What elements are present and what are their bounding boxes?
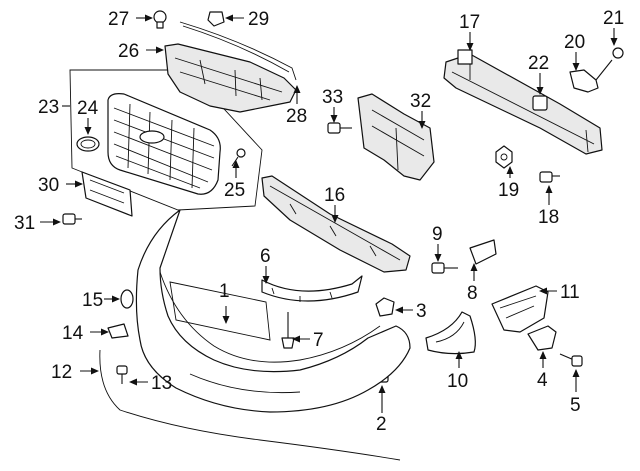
part-bolt-31 [62,213,82,225]
part-screw-13 [116,365,128,384]
part-bolt-21 [612,47,624,59]
part-clip-27 [153,10,167,29]
callout-15: 15 [82,290,103,311]
callout-7: 7 [313,330,324,351]
callout-11: 11 [560,282,580,303]
part-license-bracket [81,171,133,217]
callout-3: 3 [416,301,427,322]
part-lower-cover [425,311,476,355]
part-side-bracket [357,93,435,181]
part-bolt-9 [431,262,458,274]
callout-9: 9 [432,224,443,245]
part-center-bracket [261,275,363,302]
part-bolt-5 [559,353,583,367]
callout-8: 8 [467,283,478,304]
callout-16: 16 [324,185,345,206]
callout-33: 33 [322,87,343,108]
callout-24: 24 [77,98,99,119]
callout-29: 29 [248,9,269,30]
part-pad-8 [469,239,497,265]
callout-21: 21 [603,8,624,29]
part-bracket-20 [569,59,613,93]
part-screw-25 [231,148,246,167]
callout-22: 22 [528,53,549,74]
callout-23: 23 [38,97,59,118]
part-emblem [76,136,100,152]
callout-12: 12 [51,362,72,383]
part-side-bracket-11 [491,285,549,333]
callout-1: 1 [219,281,230,302]
callout-14: 14 [62,323,84,344]
part-nut-19 [495,145,513,169]
part-clip-29 [207,11,225,27]
callout-30: 30 [38,175,59,196]
callout-26: 26 [118,41,139,62]
part-grille-upper-bracket [164,43,297,113]
callout-18: 18 [538,207,559,228]
callout-32: 32 [410,91,431,112]
callout-4: 4 [537,370,548,391]
callout-10: 10 [447,371,468,392]
callout-5: 5 [570,395,581,416]
part-lower-molding [99,349,401,461]
part-bumper-cover [135,209,411,413]
callout-19: 19 [498,180,519,201]
part-clip-22 [532,95,548,111]
part-bolt-33 [327,122,352,134]
part-molding-strip [179,21,297,81]
part-pin-7 [281,312,295,349]
part-reflector [120,289,134,309]
part-clip-14 [107,323,129,339]
part-reinforcement-beam [443,49,603,155]
callout-2: 2 [376,414,387,435]
callout-20: 20 [564,32,585,53]
callout-25: 25 [224,180,245,201]
callout-31: 31 [14,213,35,234]
part-clip-3 [375,297,395,317]
callout-13: 13 [151,373,172,394]
callout-17: 17 [459,12,480,33]
part-bracket-4 [527,325,557,351]
callout-27: 27 [108,9,129,30]
part-bolt-18 [539,171,560,183]
part-emblem-inner [80,139,96,149]
part-absorber-upper [261,175,411,273]
callout-6: 6 [260,246,271,267]
callout-28: 28 [286,106,307,127]
part-grille [107,93,221,195]
